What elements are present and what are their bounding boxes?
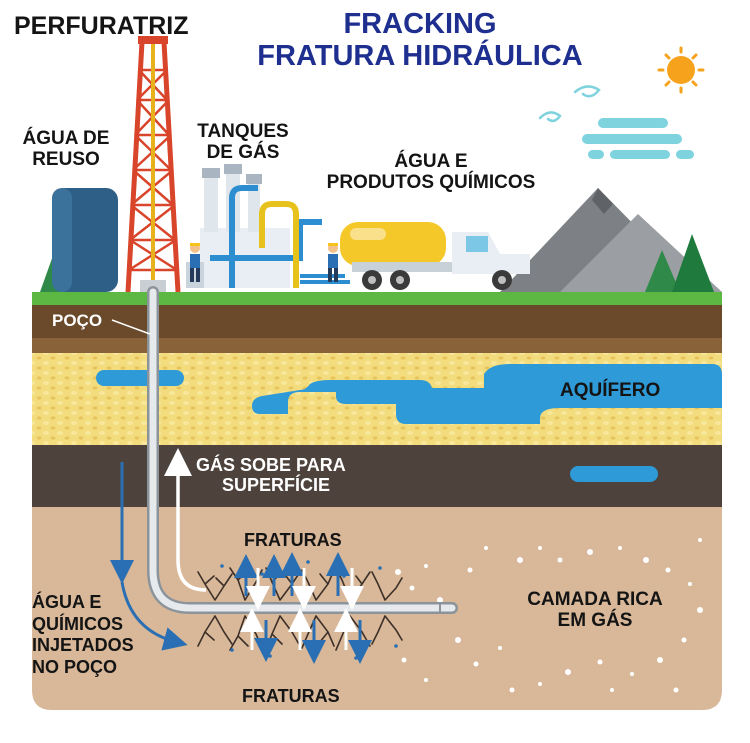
gas-rises-arrow (164, 448, 207, 592)
water-injected-arrow (120, 581, 188, 651)
page-title: FRACKING FRATURA HIDRÁULICA (210, 8, 630, 73)
gas-tanks-line-2: DE GÁS (206, 142, 280, 164)
injected-line-1: ÁGUA E (32, 592, 102, 612)
injected-line-2: QUÍMICOS (32, 613, 124, 634)
water-chemicals-line-2: PRODUTOS QUÍMICOS (326, 172, 536, 194)
fracture-flow-arrows (234, 552, 372, 664)
reuse-water-line-2: REUSO (32, 149, 100, 171)
reuse-water-tank (52, 188, 118, 292)
injected-line-3: INJETADOS (32, 635, 134, 656)
water-chemicals-label: ÁGUA E PRODUTOS QUÍMICOS (296, 151, 566, 194)
worker-icon (190, 243, 200, 282)
gas-layer-label: CAMADA RICA EM GÁS (500, 589, 690, 632)
gas-rises-line-2: SUPERFÍCIE (222, 475, 331, 496)
reuse-water-line-1: ÁGUA DE (22, 128, 110, 149)
title-line-2: FRATURA HIDRÁULICA (257, 40, 583, 73)
well-label: POÇO (52, 311, 103, 330)
aquifer-pockets (96, 364, 722, 482)
sun-icon (657, 46, 705, 94)
gas-layer-line-1: CAMADA RICA (527, 589, 663, 610)
injected-label: ÁGUA E QUÍMICOS INJETADOS NO POÇO (32, 592, 134, 678)
worker-icon (328, 243, 338, 282)
aquifer-label: AQUÍFERO (560, 380, 661, 401)
cloud-icon (582, 118, 694, 159)
title-line-1: FRACKING (343, 8, 497, 40)
tanker-truck (340, 222, 530, 290)
drill-rig-label: PERFURATRIZ (14, 12, 189, 40)
injected-line-4: NO POÇO (32, 656, 118, 677)
gas-rises-line-1: GÁS SOBE PARA (196, 455, 346, 475)
well-leader-line (111, 319, 151, 335)
well-bore (140, 280, 458, 614)
gas-layer-line-2: EM GÁS (557, 610, 633, 632)
fractures-top-label: FRATURAS (244, 530, 342, 550)
reuse-water-label: ÁGUA DE REUSO (6, 128, 126, 171)
gas-rises-label: GÁS SOBE PARA SUPERFÍCIE (196, 455, 396, 495)
gas-tanks-line-1: TANQUES (197, 121, 289, 142)
fractures-bottom-label: FRATURAS (242, 686, 340, 706)
pipe-to-truck (300, 274, 350, 284)
ground-cross-section (32, 292, 722, 710)
wind-icon (538, 85, 601, 123)
gas-tanks-label: TANQUES DE GÁS (180, 121, 306, 164)
water-chemicals-line-1: ÁGUA E (394, 151, 468, 172)
gas-tanks (186, 164, 322, 288)
gas-bubbles (395, 538, 703, 693)
